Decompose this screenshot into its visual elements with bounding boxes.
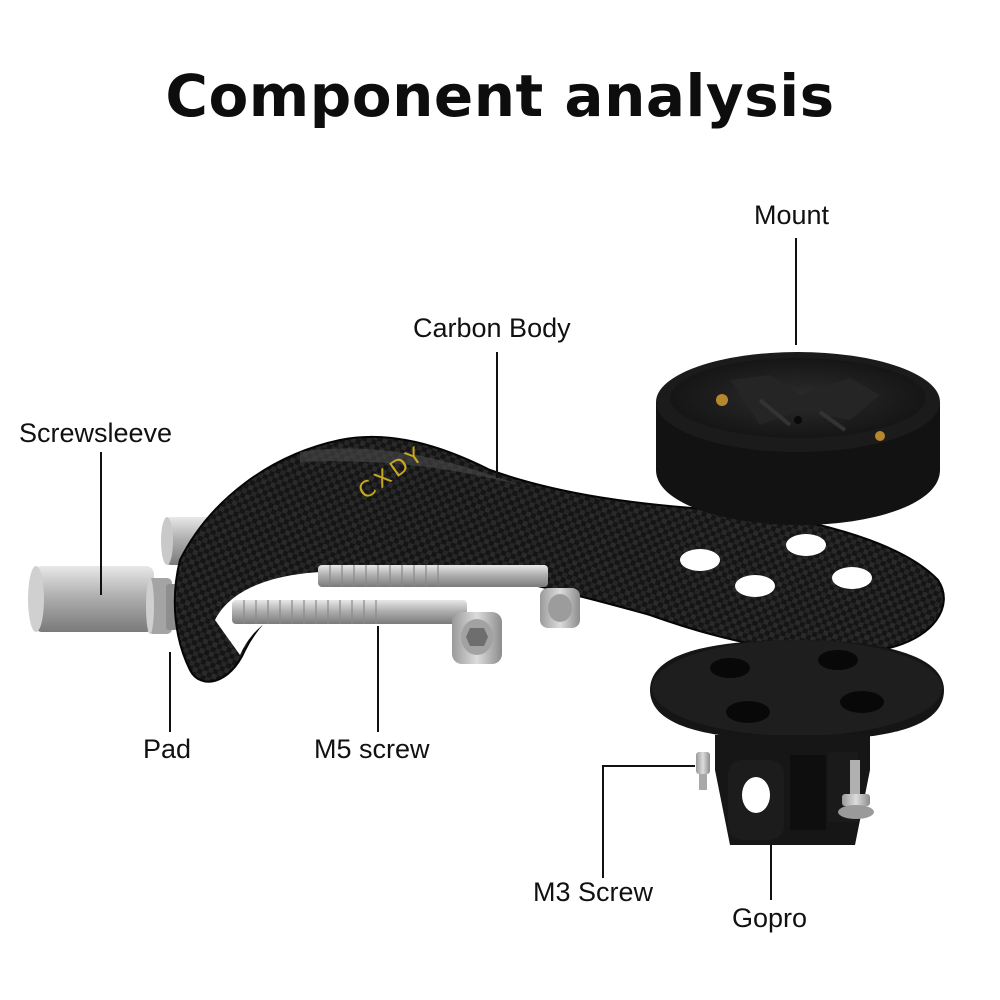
- gopro-part: [650, 640, 944, 845]
- label-screwsleeve: Screwsleeve: [19, 418, 173, 448]
- leader-lines: [100, 238, 797, 900]
- m5-screw-part: [232, 565, 580, 664]
- mount-part: [656, 352, 940, 525]
- label-gopro: Gopro: [732, 903, 808, 933]
- carbon-body-part: CXDY: [173, 435, 945, 683]
- label-carbon-body: Carbon Body: [413, 313, 571, 343]
- label-mount: Mount: [754, 200, 830, 230]
- label-m3-screw: M3 Screw: [533, 877, 654, 907]
- m3-screw-part: [696, 752, 874, 819]
- label-m5-screw: M5 screw: [314, 734, 430, 764]
- page-title: Component analysis: [165, 62, 835, 130]
- label-pad: Pad: [143, 734, 192, 764]
- m3-screw-leader: [602, 765, 695, 878]
